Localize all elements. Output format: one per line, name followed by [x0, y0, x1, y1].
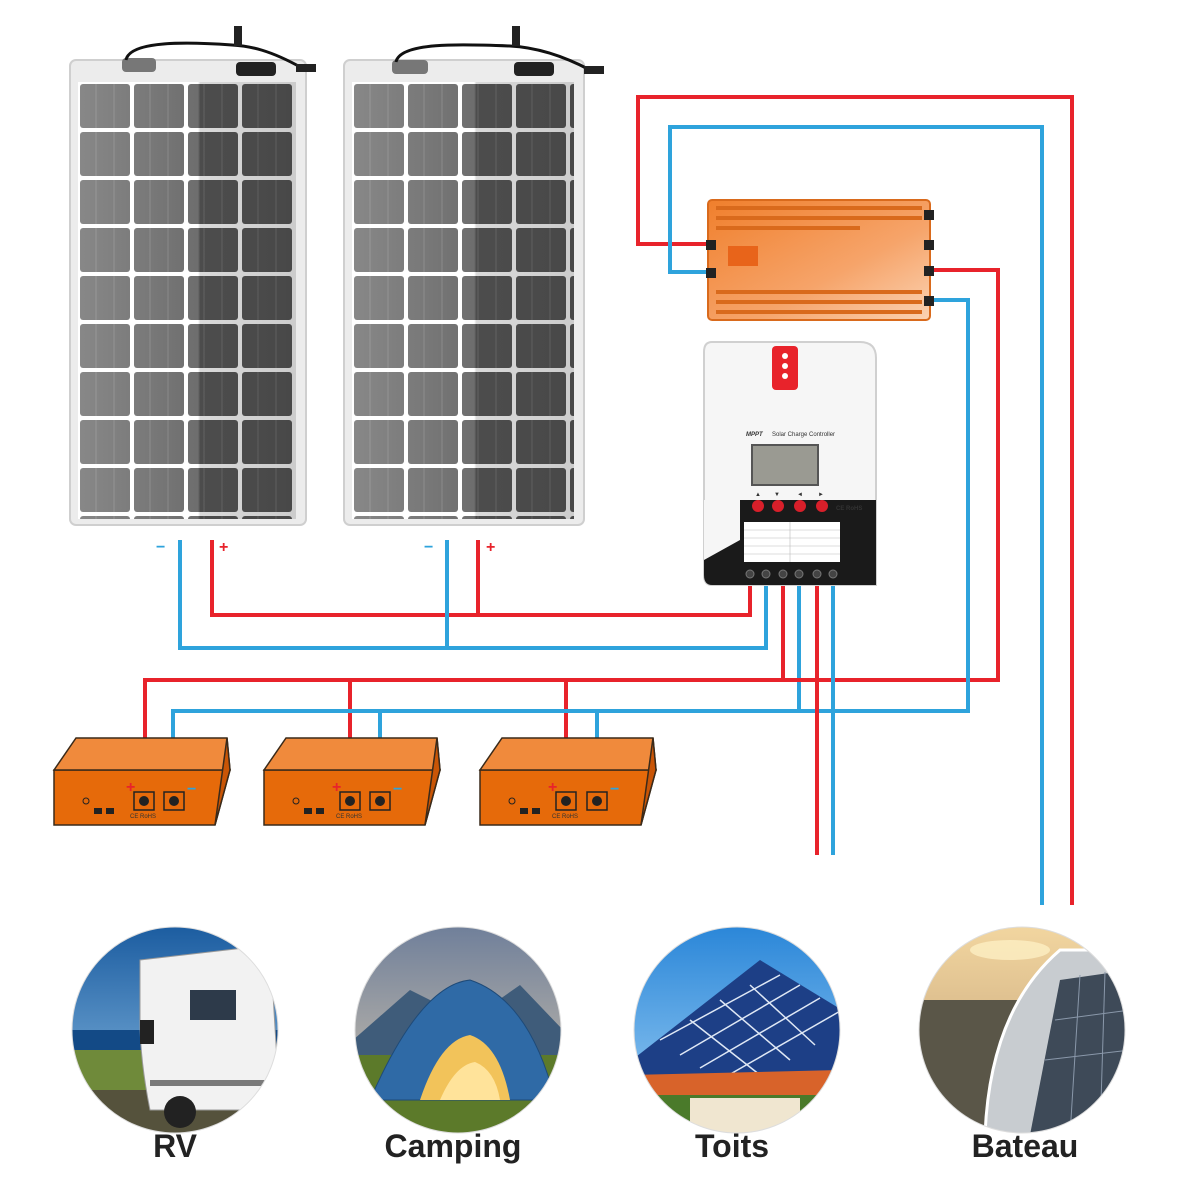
- boat-solar-photo-icon: [919, 927, 1125, 1133]
- battery-3: + − CE RoHS: [478, 737, 657, 826]
- solar-panel-1: − +: [69, 26, 316, 556]
- battery-positive-bus: [143, 585, 785, 790]
- inverter-terminal: [706, 240, 716, 250]
- inverter-display: [728, 246, 758, 266]
- controller-terminal: [745, 569, 755, 579]
- controller-terminal: [812, 569, 822, 579]
- controller-button-up[interactable]: [752, 500, 764, 512]
- panel-negative-wire: [178, 540, 768, 650]
- positive-terminal: [133, 791, 155, 811]
- junction-box: [514, 62, 554, 76]
- charge-controller: MPPT Solar Charge Controller ▲ ▼ ◄ ► CE …: [703, 341, 877, 586]
- battery-3-negative-label: −: [610, 781, 619, 798]
- controller-button-left[interactable]: [794, 500, 806, 512]
- panel-2-negative-label: −: [424, 539, 433, 556]
- battery-3-positive-label: +: [548, 779, 557, 796]
- junction-box: [122, 58, 156, 72]
- panel-positive-wire: [210, 540, 752, 617]
- inverter-terminal: [924, 240, 934, 250]
- rv-caption: RV: [153, 1128, 197, 1164]
- battery-2-negative-label: −: [393, 781, 402, 798]
- panel-cable: [124, 41, 303, 70]
- tent-photo-icon: [355, 927, 561, 1133]
- button-right-arrow: ►: [818, 492, 824, 498]
- inverter-terminal: [924, 266, 934, 276]
- mc4-connector: [584, 66, 604, 74]
- inverter-negative-wire: [799, 298, 970, 713]
- mc4-connector: [296, 64, 316, 72]
- negative-terminal: [586, 791, 608, 811]
- wiring: [143, 95, 1074, 905]
- controller-terminal: [794, 569, 804, 579]
- solar-panel-2: − +: [343, 26, 604, 556]
- controller-terminal: [761, 569, 771, 579]
- battery-1-positive-label: +: [126, 779, 135, 796]
- negative-terminal: [163, 791, 185, 811]
- junction-box: [236, 62, 276, 76]
- positive-terminal: [555, 791, 577, 811]
- battery-2-positive-label: +: [332, 779, 341, 796]
- battery-1: + − CE RoHS: [52, 737, 231, 826]
- inverter-positive-wire: [783, 268, 1000, 682]
- inverter-terminal: [706, 268, 716, 278]
- bateau-caption: Bateau: [971, 1128, 1079, 1164]
- mc4-connector: [234, 26, 242, 46]
- spec-label: [744, 522, 840, 562]
- inverter-terminal: [924, 296, 934, 306]
- button-left-arrow: ◄: [797, 492, 803, 498]
- positive-terminal: [339, 791, 361, 811]
- panel-1-positive-label: +: [219, 539, 228, 556]
- controller-cert: CE RoHS: [836, 506, 862, 512]
- junction-box: [392, 60, 428, 74]
- battery-2-cert: CE RoHS: [336, 814, 362, 820]
- negative-terminal: [369, 791, 391, 811]
- toits-caption: Toits: [694, 1128, 770, 1164]
- battery-2: + − CE RoHS: [262, 737, 441, 826]
- controller-brand: MPPT: [746, 432, 764, 438]
- panel-1-negative-label: −: [156, 539, 165, 556]
- inverter: [706, 199, 934, 321]
- battery-1-cert: CE RoHS: [130, 814, 156, 820]
- controller-terminal: [778, 569, 788, 579]
- camping-caption: Camping: [384, 1128, 522, 1164]
- panel-2-positive-label: +: [486, 539, 495, 556]
- controller-button-right[interactable]: [816, 500, 828, 512]
- controller-title: Solar Charge Controller: [772, 432, 835, 438]
- panel-cable: [394, 43, 591, 72]
- battery-3-cert: CE RoHS: [552, 814, 578, 820]
- button-down-arrow: ▼: [774, 492, 780, 498]
- ac-negative-wire: [668, 125, 1044, 905]
- mc4-connector: [512, 26, 520, 46]
- rv-camper-photo-icon: [72, 927, 278, 1133]
- battery-1-negative-label: −: [187, 781, 196, 798]
- inverter-terminal: [924, 210, 934, 220]
- controller-button-down[interactable]: [772, 500, 784, 512]
- controller-lcd: [751, 444, 819, 486]
- ac-positive-wire: [636, 95, 1074, 905]
- button-up-arrow: ▲: [755, 492, 761, 498]
- controller-terminal: [828, 569, 838, 579]
- rooftop-solar-photo-icon: [634, 927, 840, 1133]
